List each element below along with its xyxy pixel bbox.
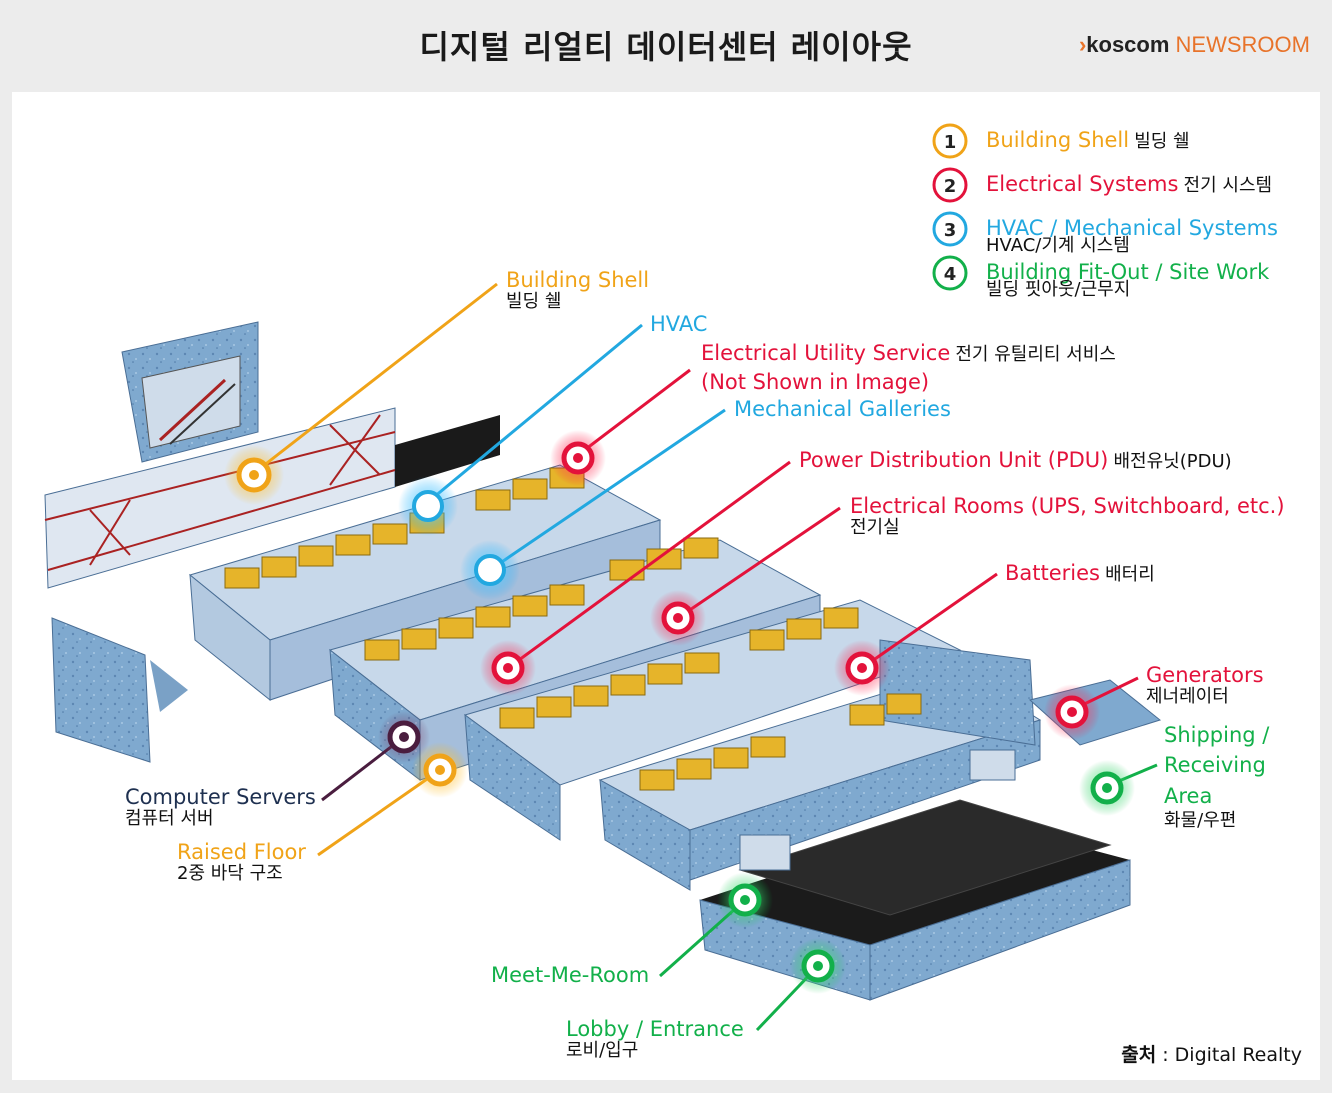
legend-en: Electrical Systems [986,172,1179,196]
label-building-shell: Building Shell 빌딩 쉘 [506,268,649,313]
legend-markers: 1 2 3 4 [932,123,968,291]
legend-item-1: Building Shell 빌딩 쉘 [986,128,1190,153]
legend-num-4: 4 [944,264,957,285]
label-electrical-utility: Electrical Utility Service 전기 유틸리티 서비스 (… [701,341,1116,394]
legend-ko: 전기 시스템 [1183,175,1273,196]
chevron-icon: › [1078,32,1087,57]
label-ko: 컴퓨터 서버 [125,808,214,830]
label-computer-servers: Computer Servers 컴퓨터 서버 [125,785,316,830]
label-ko: 화물/우편 [1164,810,1237,832]
brand-suffix: NEWSROOM [1175,32,1310,57]
marker-hvac[interactable] [398,476,458,536]
label-ko: 2중 바닥 구조 [177,863,283,885]
label-ko: 전기 유틸리티 서비스 [955,344,1116,365]
marker-generators[interactable] [1044,684,1100,740]
label-en: Lobby / Entrance [566,1017,744,1041]
legend-en: Building Fit-Out / Site Work [986,260,1270,284]
label-shipping: Shipping / Receiving Area 화물/우편 [1164,720,1269,831]
right-wall [879,639,1036,746]
legend-num-2: 2 [944,176,957,197]
legend-en: HVAC / Mechanical Systems [986,216,1278,240]
rack-row-4 [639,693,922,791]
label-electrical-rooms: Electrical Rooms (UPS, Switchboard, etc.… [850,494,1285,539]
label-en: Power Distribution Unit (PDU) [799,448,1109,472]
marker-batteries[interactable] [834,640,890,696]
label-pdu: Power Distribution Unit (PDU) 배전유닛(PDU) [799,448,1232,473]
marker-raised-floor[interactable] [412,742,468,798]
brand-name: koscom [1086,32,1170,57]
marker-shipping[interactable] [1079,760,1135,816]
label-generators: Generators 제너레이터 [1146,663,1264,708]
legend-num-3: 3 [944,220,957,241]
label-hvac: HVAC [650,312,708,336]
legend-item-3: HVAC / Mechanical Systems HVAC/기계 시스템 [986,216,1278,257]
label-en: Raised Floor [177,840,306,864]
side-wall-2 [150,660,188,712]
source-label: 출처 [1121,1044,1157,1066]
label-en: Generators [1146,663,1264,687]
label-en: Electrical Rooms (UPS, Switchboard, etc.… [850,494,1285,518]
label-mech-galleries: Mechanical Galleries [734,397,951,421]
legend-num-1: 1 [944,132,957,153]
label-en2: Receiving [1164,753,1266,778]
label-ko: 로비/입구 [566,1040,639,1062]
marker-mech-galleries[interactable] [460,540,520,600]
mech-gallery-block [121,321,259,463]
source-credit: 출처 : Digital Realty [1121,1040,1302,1067]
label-en: Building Shell [506,268,650,292]
page-title: 디지털 리얼티 데이터센터 레이아웃 [419,28,913,66]
legend-item-2: Electrical Systems 전기 시스템 [986,172,1272,197]
marker-electrical-rooms[interactable] [650,590,706,646]
label-en: Computer Servers [125,785,316,809]
data-hall-3 [463,599,962,841]
label-en: Batteries [1005,561,1100,585]
legend-item-4: Building Fit-Out / Site Work 빌딩 핏아웃/근무지 [986,260,1269,301]
label-ko: 빌딩 쉘 [506,291,562,313]
label-raised-floor: Raised Floor 2중 바닥 구조 [177,840,306,885]
label-en3: Area [1164,783,1213,808]
legend-ko: 빌딩 핏아웃/근무지 [986,279,1131,301]
marker-electrical-utility[interactable] [550,430,606,486]
label-batteries: Batteries 배터리 [1005,561,1155,586]
legend-ko: 빌딩 쉘 [1134,131,1190,152]
legend-en: Building Shell [986,128,1130,152]
marker-meet-me-room[interactable] [717,872,773,928]
brand-logo: ›koscom NEWSROOM [1079,32,1310,58]
side-wall [51,617,151,763]
label-ko: 제너레이터 [1146,686,1229,708]
label-lobby: Lobby / Entrance 로비/입구 [566,1017,744,1062]
building-shell-wall [44,407,500,589]
label-en: Electrical Utility Service [701,341,951,365]
rack-row-3 [499,607,859,729]
label-meet-me-room: Meet-Me-Room [491,963,650,987]
label-ko: 배터리 [1105,564,1155,585]
label-en2: (Not Shown in Image) [701,369,930,394]
label-ko: 배전유닛(PDU) [1113,451,1232,472]
marker-building-shell[interactable] [224,445,284,505]
marker-computer-servers[interactable] [378,711,430,763]
source-value: : Digital Realty [1162,1044,1302,1066]
marker-lobby[interactable] [790,938,846,994]
label-ko: 전기실 [850,517,900,539]
marker-pdu[interactable] [480,640,536,696]
label-en1: Shipping / [1164,723,1270,747]
legend-ko: HVAC/기계 시스템 [986,235,1130,257]
